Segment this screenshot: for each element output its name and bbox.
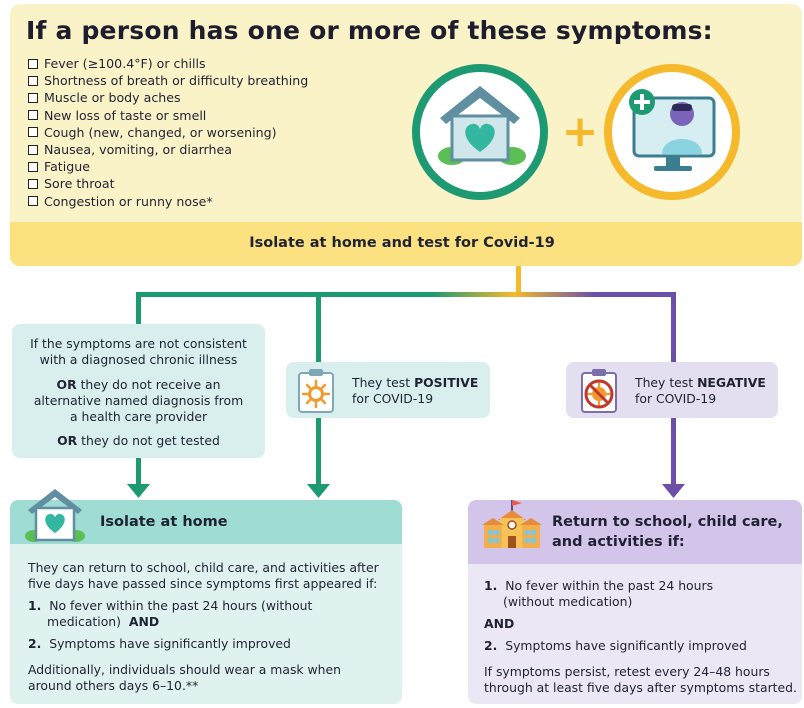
list-item: Sore throat [28,175,308,192]
return-item-1: 1. No fever within the past 24 hours [484,578,713,593]
page-title: If a person has one or more of these sym… [26,16,713,45]
list-item: Fever (≥100.4°F) or chills [28,55,308,72]
return-item-2: 2. Symptoms have significantly improved [484,638,747,653]
list-item: Shortness of breath or difficulty breath… [28,72,308,89]
result-prefix: They test [352,375,415,390]
school-building-icon [482,500,542,548]
isolate-intro-line: They can return to school, child care, a… [28,560,379,575]
checkbox-icon [28,58,38,69]
house-heart-icon [412,64,548,200]
item-text: Symptoms have significantly improved [505,638,747,653]
plus-symbol: + [562,106,599,157]
and-label: AND [128,614,160,629]
item-number: 2. [28,636,42,651]
no-virus-clipboard-icon [581,369,617,413]
item-text: medication) [47,614,121,629]
checkbox-icon [28,110,38,121]
return-note-line: through at least five days after symptom… [484,680,797,695]
result-prefix: They test [635,375,698,390]
positive-result-line: They test POSITIVE [352,375,478,391]
isolate-box-body [10,544,402,704]
branch-line: a health care provider [69,409,208,424]
item-number: 1. [28,598,42,613]
branch-line-text: they do not receive an [76,377,221,392]
and-label: AND [484,616,515,631]
branch-line: with a diagnosed chronic illness [39,352,238,367]
item-number: 1. [484,578,498,593]
isolate-note-line: Additionally, individuals should wear a … [28,662,341,677]
symptom-label: Fatigue [44,159,90,175]
item-number: 2. [484,638,498,653]
telehealth-doctor-icon [604,64,740,200]
isolate-item-1-cont: medication) AND [47,614,159,629]
symptom-label: Nausea, vomiting, or diarrhea [44,142,232,158]
branch-line: OR they do not receive an [12,377,265,392]
negative-label: NEGATIVE [697,375,766,390]
isolate-telehealth-illustration: + [412,64,740,200]
list-item: Muscle or body aches [28,89,308,106]
return-box-heading-line: and activities if: [552,534,685,550]
negative-result-line: They test NEGATIVE [635,375,766,391]
checkbox-icon [28,196,38,207]
checkbox-icon [28,75,38,86]
checkbox-icon [28,93,38,103]
isolate-intro-line: five days have passed since symptoms fir… [28,576,378,591]
isolate-item-1: 1. No fever within the past 24 hours (wi… [28,598,312,613]
symptom-list: Fever (≥100.4°F) or chills Shortness of … [28,55,308,210]
symptom-label: Cough (new, changed, or worsening) [44,124,277,140]
return-note-line: If symptoms persist, retest every 24–48 … [484,664,770,679]
item-text: Symptoms have significantly improved [49,636,291,651]
return-box-heading-line: Return to school, child care, [552,514,783,530]
symptom-label: New loss of taste or smell [44,107,207,123]
positive-label: POSITIVE [414,375,479,390]
isolate-and-test-label: Isolate at home and test for Covid-19 [249,235,555,251]
list-item: Congestion or runny nose* [28,193,308,210]
negative-result-suffix: for COVID-19 [635,391,717,406]
item-text: No fever within the past 24 hours (witho… [49,598,313,613]
list-item: New loss of taste or smell [28,107,308,124]
or-label: OR [57,433,78,448]
house-heart-icon [25,489,85,542]
checkbox-icon [28,144,38,155]
isolate-test-band [10,222,802,266]
checkbox-icon [28,161,38,172]
symptom-label: Fever (≥100.4°F) or chills [44,56,206,71]
virus-clipboard-icon [298,369,334,413]
symptom-label: Muscle or body aches [44,90,181,106]
symptom-label: Sore throat [44,176,115,192]
branch-line-text: they do not get tested [77,433,220,448]
return-box-body [468,564,802,704]
list-item: Cough (new, changed, or worsening) [28,124,308,141]
isolate-note-line: around others days 6–10.** [28,678,199,693]
item-text: No fever within the past 24 hours [505,578,714,593]
list-item: Fatigue [28,158,308,175]
checkbox-icon [28,179,38,190]
symptom-label: Shortness of breath or difficulty breath… [44,73,309,89]
symptom-label: Congestion or runny nose* [44,193,213,209]
list-item: Nausea, vomiting, or diarrhea [28,141,308,158]
branch-line: alternative named diagnosis from [33,393,244,408]
or-label: OR [56,377,77,392]
branch-line: OR they do not get tested [12,433,265,448]
branch-not-consistent-card [12,324,265,458]
isolate-item-2: 2. Symptoms have significantly improved [28,636,291,651]
isolate-box-heading: Isolate at home [100,514,228,530]
branch-line: If the symptoms are not consistent [30,336,247,351]
positive-result-suffix: for COVID-19 [352,391,434,406]
return-item-1-cont: (without medication) [503,594,633,609]
checkbox-icon [28,127,38,138]
